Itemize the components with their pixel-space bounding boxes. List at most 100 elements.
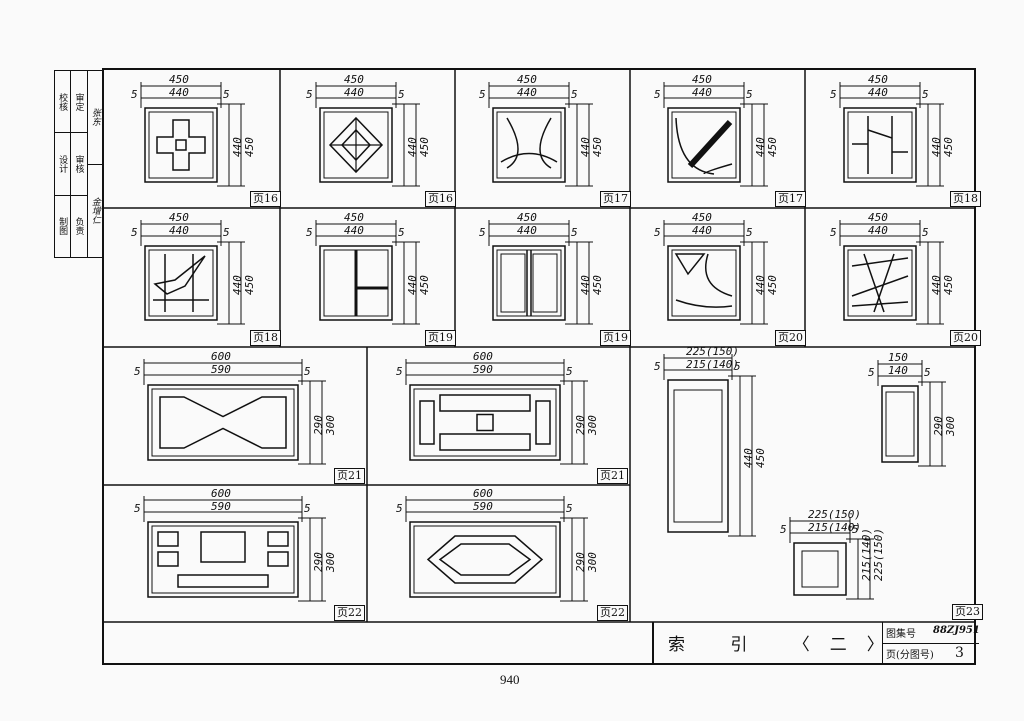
diagonal-bar	[687, 119, 733, 169]
overall-width-label: 450	[692, 73, 712, 86]
overall-height-label: 300	[324, 414, 337, 435]
panel-inner-outline	[671, 249, 737, 317]
overall-height-label: 450	[766, 275, 779, 295]
drawing-frame	[102, 68, 976, 665]
overall-height-label: 300	[586, 414, 599, 435]
edge-dim-label: 5	[131, 226, 138, 239]
panel-inner-outline	[671, 111, 737, 179]
stamp-column-roles: 校核 设计 制图	[55, 71, 72, 257]
overall-width-label: 600	[211, 350, 231, 363]
edge-dim-label: 5	[571, 226, 578, 239]
tall-panel-outline	[667, 379, 729, 533]
edge-dim-label: 5	[780, 523, 787, 536]
overall-height-label: 300	[944, 416, 957, 436]
inner-panel	[532, 253, 558, 313]
inner-width-label: 440	[517, 224, 537, 237]
edge-dim-label: 5	[398, 88, 405, 101]
fan-pattern	[675, 117, 715, 175]
edge-dim-label: 5	[396, 502, 403, 515]
edge-dim-label: 5	[134, 502, 141, 515]
edge-dim-label: 5	[223, 88, 230, 101]
panel-inner-outline	[847, 111, 913, 179]
edge-dim-label: 5	[654, 360, 661, 373]
page-reference: 页19	[425, 330, 456, 346]
overall-height-label: 300	[586, 551, 599, 572]
page-reference: 页21	[334, 468, 365, 484]
stamp-cell: 制图	[57, 217, 68, 236]
panel-inner-outline	[496, 249, 562, 317]
stamp-column-roles-2: 审定 审核 负责	[71, 71, 88, 257]
page-number-row: 页(分图号) 3	[882, 643, 979, 664]
edge-dim-label: 5	[306, 226, 313, 239]
edge-dim-label: 5	[868, 366, 875, 379]
overall-width-label: 450	[344, 211, 364, 224]
panel-outline	[843, 245, 917, 321]
bowtie-pattern	[159, 396, 287, 449]
page-reference: 页22	[597, 605, 628, 621]
panel-inner-outline	[413, 388, 557, 457]
panel-outline	[667, 245, 741, 321]
overall-width-label: 450	[517, 211, 537, 224]
stamp-cell: 负责	[73, 217, 84, 236]
overall-height-label: 225(150)	[872, 528, 885, 581]
panel-inner-outline	[847, 249, 913, 317]
panel-inner-outline	[151, 388, 295, 457]
small-panel-inner	[885, 391, 915, 457]
inner-width-label: 215(140)	[686, 358, 739, 371]
page-reference: 页18	[250, 330, 281, 346]
bar	[863, 253, 885, 313]
inner-width-label: 440	[169, 86, 189, 99]
drawing-number: 88ZJ951	[933, 625, 980, 636]
edge-dim-label: 5	[566, 365, 573, 378]
inner-width-label: 440	[344, 224, 364, 237]
panel-outline	[667, 107, 741, 183]
center-square	[476, 413, 494, 432]
overall-height-label: 450	[942, 137, 955, 157]
panel-outline	[843, 107, 917, 183]
edge-dim-label: 5	[746, 226, 753, 239]
bar	[851, 257, 909, 267]
overall-width-label: 225(150)	[808, 508, 861, 521]
edge-dim-label: 5	[571, 88, 578, 101]
fan-pattern	[703, 163, 733, 175]
page-reference: 页19	[600, 330, 631, 346]
page-reference: 页20	[950, 330, 981, 346]
overall-height-label: 450	[942, 275, 955, 295]
overall-height-label: 450	[243, 137, 256, 157]
page-reference: 页18	[950, 191, 981, 207]
stamp-cell: 审核	[71, 133, 87, 196]
panel-inner-outline	[413, 525, 557, 594]
stamp-column-signatures: 张东 金增仁	[87, 71, 103, 257]
edge-dim-label: 5	[131, 88, 138, 101]
sheet-title: 索 引 〈二〉	[668, 635, 904, 655]
pattern-shape	[674, 253, 706, 276]
drawing-number-label: 图集号	[886, 629, 916, 640]
edge-dim-label: 5	[396, 365, 403, 378]
overall-height-label: 450	[766, 137, 779, 157]
page-number-label: 页(分图号)	[886, 650, 934, 661]
arc-pattern	[705, 253, 733, 297]
overall-width-label: 225(150)	[686, 345, 739, 358]
page-reference: 页20	[775, 330, 806, 346]
corner-block	[157, 531, 179, 547]
side-bar	[535, 400, 551, 445]
panel-inner-outline	[148, 249, 214, 317]
footer-page-number: 940	[500, 672, 520, 687]
edge-dim-label: 5	[566, 502, 573, 515]
panel-outline	[492, 245, 566, 321]
overall-width-label: 450	[517, 73, 537, 86]
bar	[851, 301, 909, 307]
bar	[873, 253, 895, 313]
drawing-number-row: 图集号 88ZJ951	[882, 622, 980, 644]
center-block	[200, 531, 246, 563]
page-reference: 页23	[952, 604, 983, 620]
panel-outline	[147, 521, 299, 598]
inner-panel	[500, 253, 526, 313]
frame-bar	[439, 394, 531, 412]
overall-height-label: 450	[754, 448, 767, 468]
overall-width-label: 450	[344, 73, 364, 86]
overall-width-label: 450	[169, 73, 189, 86]
inner-width-label: 590	[473, 500, 493, 513]
stamp-cell: 校核	[55, 71, 71, 134]
edge-dim-label: 5	[734, 360, 741, 373]
